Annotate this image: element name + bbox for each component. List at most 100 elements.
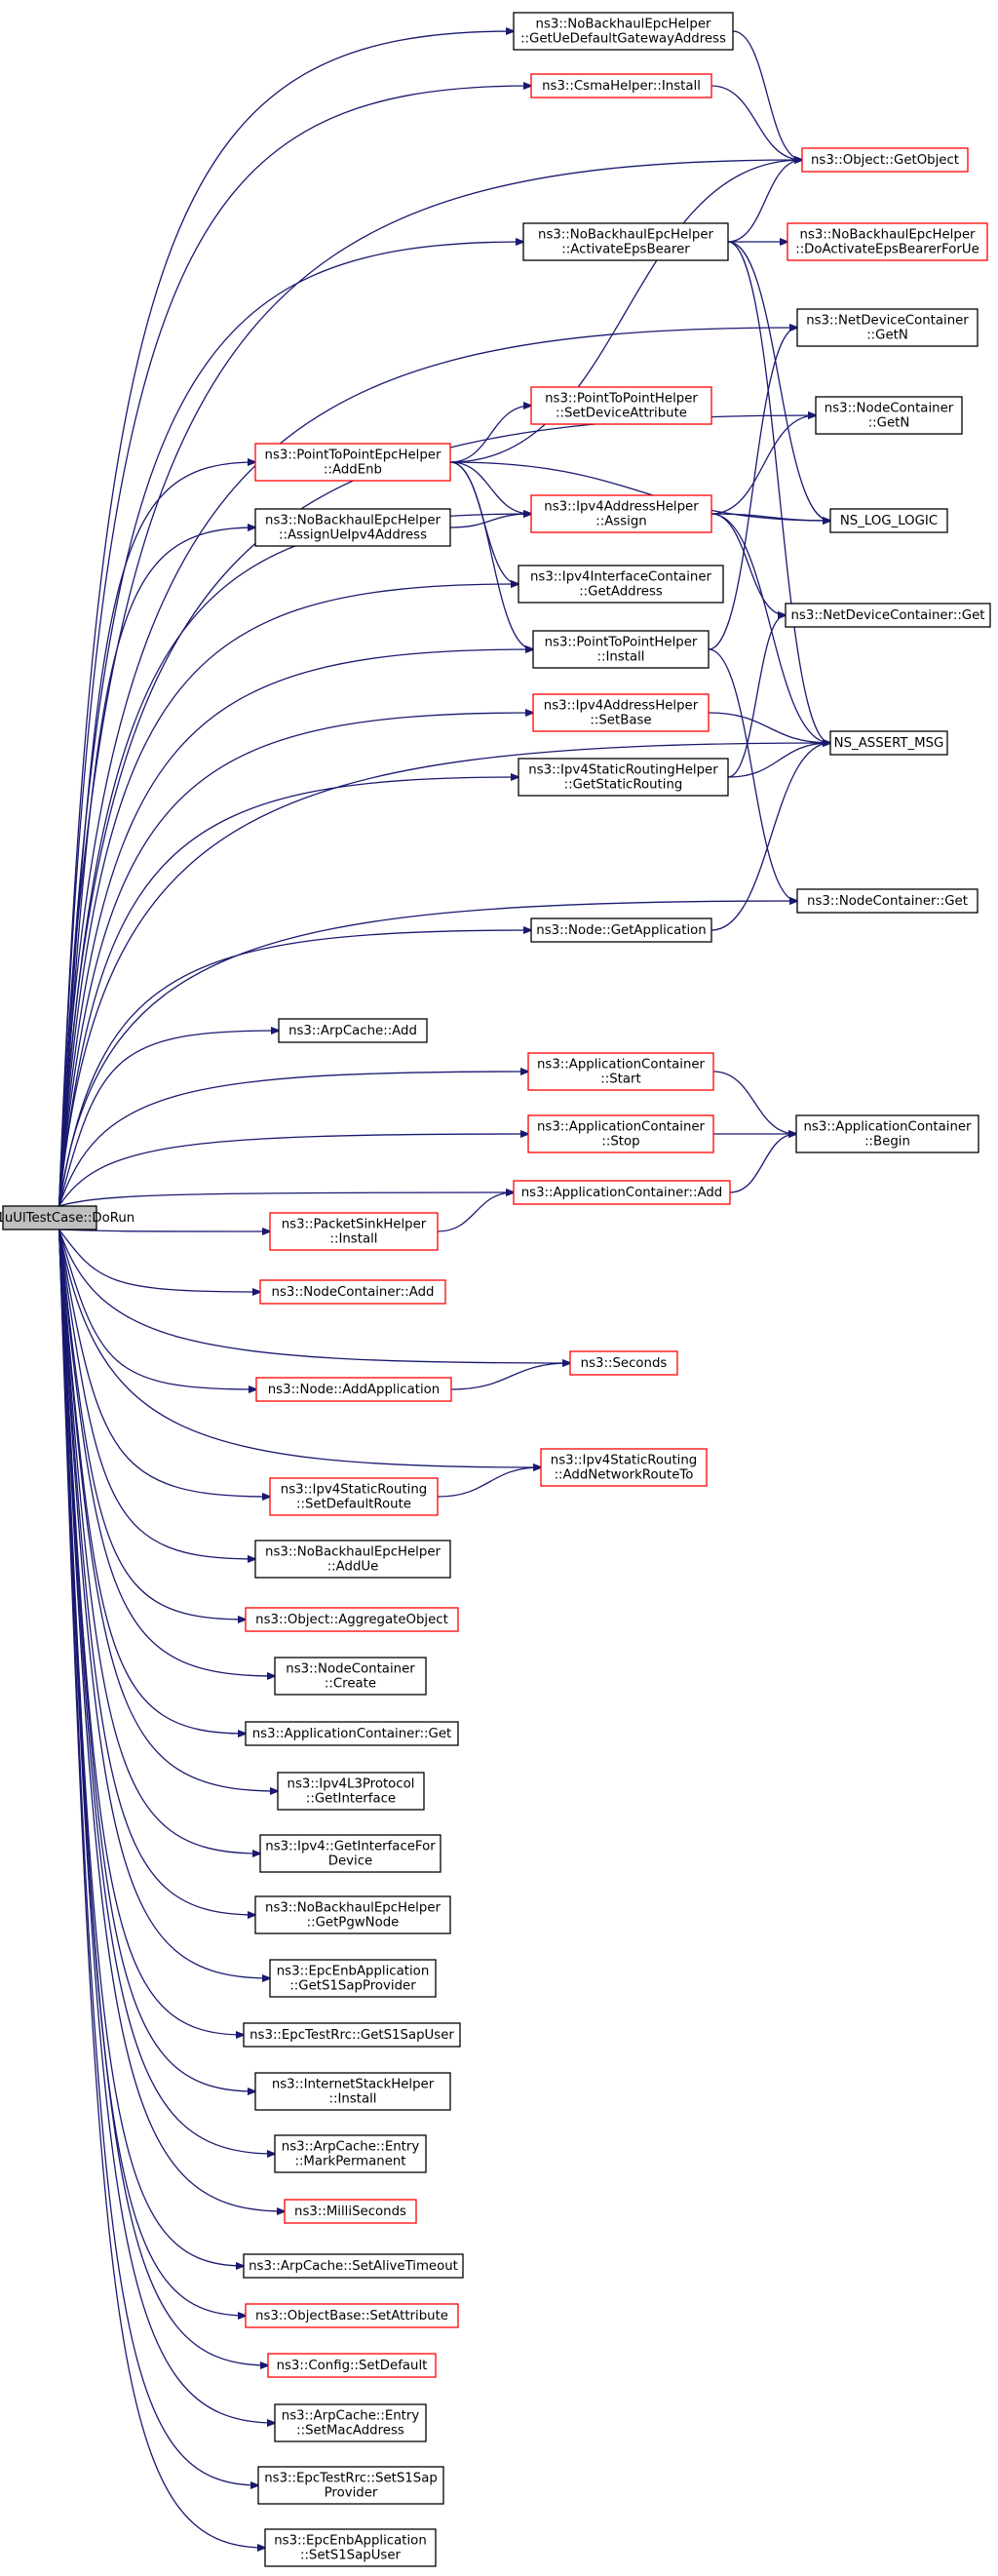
node-label: ::SetMacAddress <box>296 2423 404 2438</box>
graph-node[interactable]: ns3::Seconds <box>569 1350 678 1376</box>
graph-node[interactable]: ns3::Ipv4AddressHelper::SetBase <box>532 693 710 732</box>
graph-node[interactable]: ns3::ApplicationContainer::Begin <box>795 1114 979 1153</box>
graph-node[interactable]: ns3::NoBackhaulEpcHelper::GetUeDefaultGa… <box>513 12 734 51</box>
graph-node[interactable]: ns3::NoBackhaulEpcHelper::AssignUeIpv4Ad… <box>254 508 451 547</box>
graph-node[interactable]: ns3::PointToPointHelper::SetDeviceAttrib… <box>530 386 712 425</box>
edge-epc-to-csmaInstall <box>58 86 531 1207</box>
graph-node[interactable]: ns3::Node::GetApplication <box>530 917 712 943</box>
node-box <box>796 308 979 347</box>
node-box <box>522 222 729 261</box>
graph-node[interactable]: ns3::NodeContainer::Create <box>274 1657 427 1696</box>
graph-node[interactable]: ns3::EpcEnbApplication::SetS1SapUser <box>264 2528 437 2567</box>
edge-epc-to-getStaticRouting <box>58 777 518 1207</box>
graph-node[interactable]: ns3::Ipv4InterfaceContainer::GetAddress <box>518 565 724 604</box>
edge-epc-to-setMac <box>58 1229 275 2423</box>
graph-node[interactable]: ns3::ApplicationContainer::Stop <box>527 1114 714 1153</box>
graph-node[interactable]: ns3::Ipv4L3Protocol::GetInterface <box>277 1772 425 1811</box>
node-label: ns3::MilliSeconds <box>294 2205 406 2219</box>
node-label: ::Stop <box>601 1134 639 1149</box>
edge-epc-to-nodeGetApp <box>58 930 531 1207</box>
node-box <box>269 1477 439 1516</box>
graph-node[interactable]: ns3::Ipv4AddressHelper::Assign <box>530 494 712 533</box>
node-label: ns3::ArpCache::Entry <box>282 2139 420 2154</box>
node-label: ::GetN <box>868 415 910 430</box>
edge-p2pInstall-to-ndcGetN <box>708 328 797 650</box>
node-label: ns3::Ipv4StaticRouting <box>551 1453 697 1467</box>
root-node[interactable]: EpcS1uUlTestCase::DoRun <box>0 1205 134 1230</box>
edge-activateEps-to-getObject <box>727 160 802 243</box>
node-label: ns3::ArpCache::SetAliveTimeout <box>249 2259 458 2274</box>
edges-layer <box>58 31 830 2548</box>
edge-epc-to-getPgw <box>58 1229 255 1915</box>
node-label: ns3::PacketSinkHelper <box>282 1217 427 1231</box>
node-box <box>245 1721 459 1746</box>
node-box <box>245 1607 459 1632</box>
nodes-layer: EpcS1uUlTestCase::DoRunns3::NoBackhaulEp… <box>0 12 991 2567</box>
graph-node[interactable]: ns3::NodeContainer::Add <box>259 1279 446 1305</box>
graph-node[interactable]: ns3::ApplicationContainer::Get <box>245 1721 459 1746</box>
graph-node[interactable]: ns3::ArpCache::Entry::SetMacAddress <box>274 2403 427 2442</box>
graph-node[interactable]: ns3::Config::SetDefault <box>267 2353 437 2378</box>
node-box <box>269 1959 437 1998</box>
graph-node[interactable]: ns3::ArpCache::SetAliveTimeout <box>243 2253 464 2279</box>
graph-node[interactable]: ns3::NoBackhaulEpcHelper::GetPgwNode <box>254 1895 451 1934</box>
graph-node[interactable]: ns3::ApplicationContainer::Add <box>513 1180 731 1205</box>
node-label: ::SetBase <box>590 713 651 727</box>
edge-sinkInstall-to-appAdd <box>437 1192 514 1232</box>
edge-ipv4Assign-to-nsLogLogic <box>710 513 830 521</box>
edge-epc-to-aggregate <box>58 1229 246 1620</box>
node-label: ns3::NoBackhaulEpcHelper <box>265 1900 441 1915</box>
graph-node[interactable]: ns3::MilliSeconds <box>284 2199 417 2224</box>
edge-ipv4Assign-to-ndcGet <box>710 513 786 615</box>
graph-node[interactable]: ns3::Node::AddApplication <box>255 1377 452 1402</box>
edge-epc-to-ndcGetN <box>58 328 797 1207</box>
graph-node[interactable]: ns3::NoBackhaulEpcHelper::DoActivateEpsB… <box>787 222 988 261</box>
graph-node[interactable]: ns3::NodeContainer::Get <box>796 888 979 914</box>
graph-node[interactable]: ns3::PointToPointEpcHelper::AddEnb <box>254 443 451 482</box>
node-box <box>259 1834 441 1873</box>
graph-node[interactable]: ns3::Object::GetObject <box>801 147 969 173</box>
graph-node[interactable]: ns3::Ipv4StaticRoutingHelper::GetStaticR… <box>518 758 729 797</box>
graph-node[interactable]: ns3::EpcTestRrc::GetS1SapUser <box>243 2022 461 2048</box>
graph-node[interactable]: ns3::NodeContainer::GetN <box>815 396 963 435</box>
graph-node[interactable]: ns3::NetDeviceContainer::Get <box>785 603 991 628</box>
node-label: ns3::NoBackhaulEpcHelper <box>536 17 711 31</box>
node-label: ::GetAddress <box>579 584 663 599</box>
graph-node[interactable]: ns3::ObjectBase::SetAttribute <box>245 2303 459 2328</box>
node-label: ns3::ArpCache::Entry <box>282 2408 420 2423</box>
node-label: ns3::EpcEnbApplication <box>277 1964 430 1978</box>
graph-node[interactable]: ns3::ArpCache::Add <box>278 1018 428 1043</box>
graph-node[interactable]: ns3::EpcEnbApplication::GetS1SapProvider <box>269 1959 437 1998</box>
node-label: ns3::InternetStackHelper <box>272 2077 435 2091</box>
graph-node[interactable]: ns3::Object::AggregateObject <box>245 1607 459 1632</box>
edge-epc-to-ncCreate <box>58 1229 275 1676</box>
edge-setDefRoute-to-addNetRoute <box>437 1467 541 1498</box>
node-label: ns3::ApplicationContainer <box>803 1119 972 1134</box>
graph-node[interactable]: ns3::InternetStackHelper::Install <box>254 2072 451 2111</box>
graph-node[interactable]: ns3::CsmaHelper::Install <box>530 73 712 98</box>
graph-node[interactable]: ns3::ApplicationContainer::Start <box>527 1052 714 1091</box>
node-label: ns3::NetDeviceContainer <box>806 313 969 328</box>
node-box <box>513 12 734 51</box>
graph-node[interactable]: ns3::NetDeviceContainer::GetN <box>796 308 979 347</box>
graph-node[interactable]: NS_ASSERT_MSG <box>829 730 948 756</box>
graph-node[interactable]: ns3::Ipv4StaticRouting::SetDefaultRoute <box>269 1477 439 1516</box>
node-label: ::Install <box>329 2091 377 2106</box>
graph-node[interactable]: ns3::NoBackhaulEpcHelper::AddUe <box>254 1540 451 1579</box>
node-box <box>527 1114 714 1153</box>
graph-node[interactable]: ns3::PointToPointHelper::Install <box>532 630 710 669</box>
graph-node[interactable]: ns3::NoBackhaulEpcHelper::ActivateEpsBea… <box>522 222 729 261</box>
node-box <box>274 1657 427 1696</box>
node-box <box>518 565 724 604</box>
edge-epc-to-milli <box>58 1229 285 2211</box>
graph-node[interactable]: ns3::ArpCache::Entry::MarkPermanent <box>274 2134 427 2173</box>
graph-node[interactable]: ns3::PacketSinkHelper::Install <box>269 1212 439 1251</box>
node-label: ::Assign <box>595 514 646 528</box>
node-label: ::GetS1SapProvider <box>289 1978 416 1993</box>
edge-epc-to-activateEps <box>58 242 523 1207</box>
graph-node[interactable]: NS_LOG_LOGIC <box>829 508 948 533</box>
graph-node[interactable]: ns3::Ipv4StaticRouting::AddNetworkRouteT… <box>540 1448 708 1487</box>
